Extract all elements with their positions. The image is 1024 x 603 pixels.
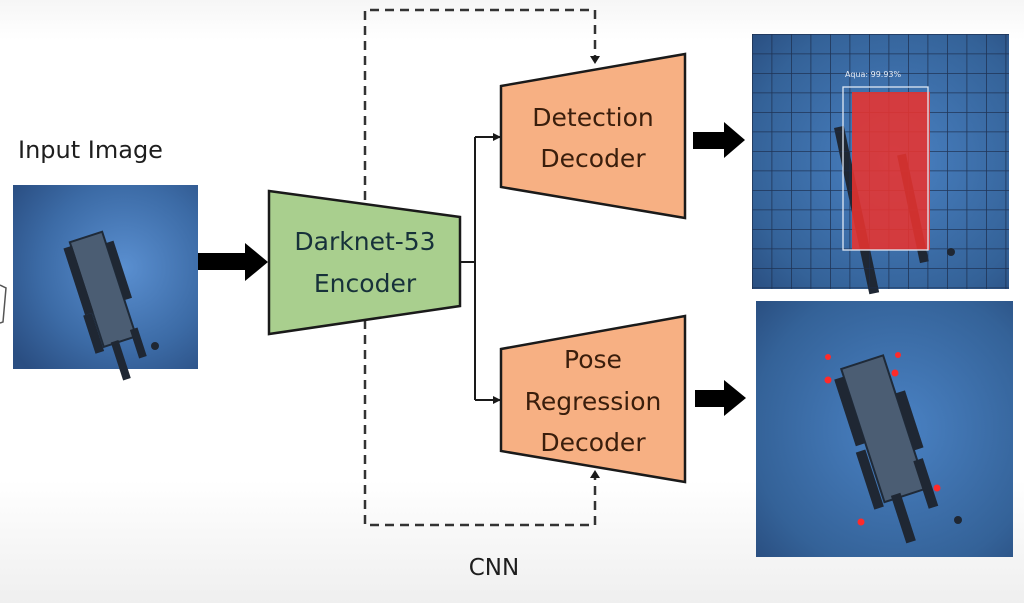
detection-confidence-label: Aqua: 99.93% — [845, 70, 902, 79]
split-connector — [460, 133, 501, 404]
detection-output-arrow — [693, 122, 745, 158]
dashed-arrowhead-up — [590, 470, 600, 478]
detection-output-image: Aqua: 99.93% — [752, 34, 1009, 295]
input-image-label: Input Image — [18, 136, 163, 164]
dashed-arrowhead-down — [590, 56, 600, 64]
cropped-shape-left-edge — [0, 284, 7, 324]
input-image — [13, 185, 198, 381]
pose-decoder-line3: Decoder — [540, 428, 646, 457]
encoder-label-line1: Darknet-53 — [294, 227, 435, 256]
cnn-dashed-boundary-top — [363, 8, 597, 200]
keypoint — [824, 376, 832, 384]
cnn-label: CNN — [469, 555, 519, 581]
pose-output-image — [756, 301, 1013, 557]
pose-output-arrow — [695, 380, 746, 416]
pose-regression-decoder-block: Pose Regression Decoder — [499, 314, 687, 484]
detection-bbox-outline — [842, 86, 929, 251]
detection-bbox-fill — [852, 92, 930, 250]
keypoint — [857, 518, 865, 526]
encoder-label-line2: Encoder — [314, 269, 417, 298]
keypoint — [891, 369, 899, 377]
keypoint — [895, 352, 901, 358]
input-to-encoder-arrow — [198, 243, 268, 281]
keypoint — [825, 354, 831, 360]
detection-decoder-block: Detection Decoder — [499, 52, 687, 220]
cnn-dashed-boundary-bottom — [363, 320, 597, 527]
pose-decoder-line2: Regression — [525, 387, 662, 416]
pose-decoder-line1: Pose — [564, 345, 622, 374]
detection-decoder-line1: Detection — [532, 103, 653, 132]
pose-keypoints — [824, 352, 941, 526]
darknet-encoder-block: Darknet-53 Encoder — [267, 189, 462, 336]
detection-decoder-line2: Decoder — [540, 144, 646, 173]
keypoint — [933, 484, 941, 492]
